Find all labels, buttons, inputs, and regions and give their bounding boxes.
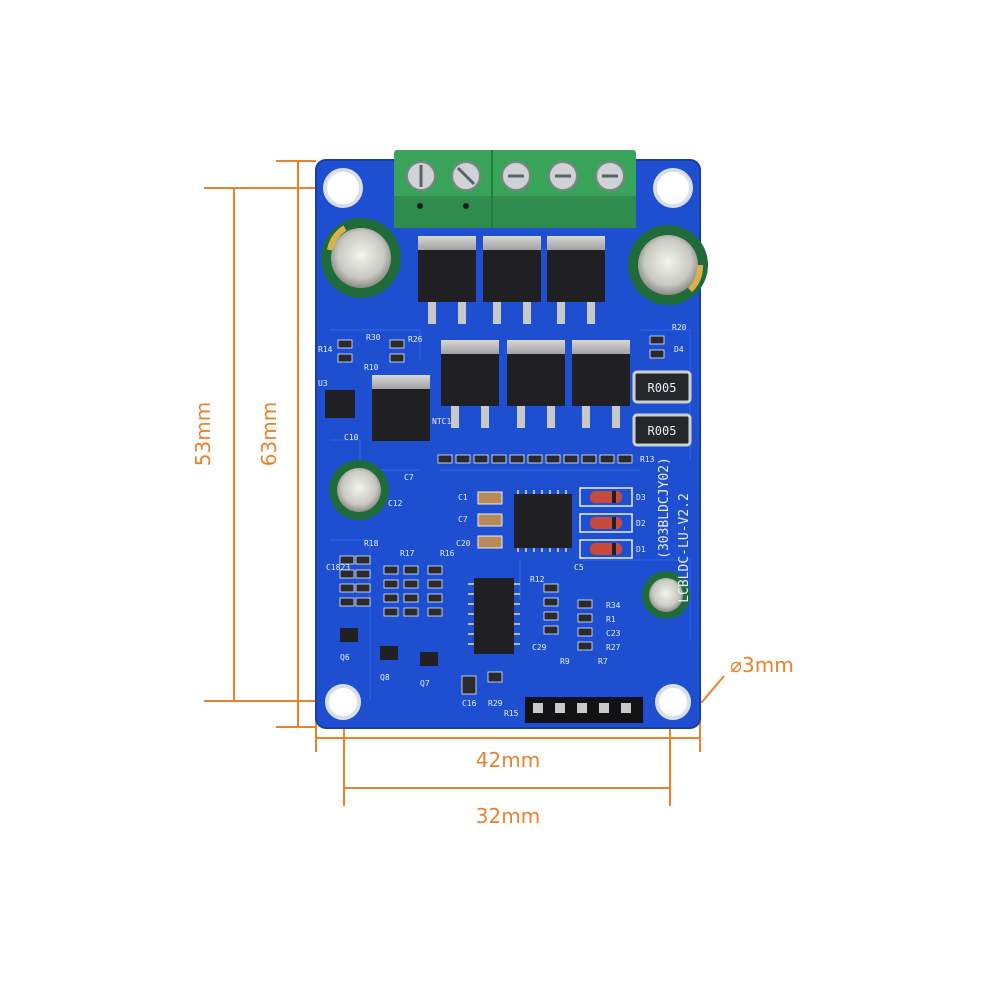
- mounting-hole-bottom-left: [325, 684, 361, 720]
- pin-header: [525, 697, 643, 723]
- mosfet-q4: [441, 340, 499, 428]
- shunt-resistor-1: R005: [632, 370, 692, 404]
- label-d3: D3: [636, 493, 646, 502]
- screw-terminal-block: [394, 150, 636, 228]
- label-r18: R18: [364, 539, 379, 548]
- terminal-screw-4: [548, 161, 578, 191]
- terminal-screw-5: [595, 161, 625, 191]
- dim-63mm-label: 63mm: [257, 402, 281, 466]
- label-r9: R9: [560, 657, 570, 666]
- label-r20: R20: [672, 323, 687, 332]
- label-c29: C29: [532, 643, 547, 652]
- voltage-regulator: [325, 375, 430, 441]
- diodes: [579, 487, 633, 559]
- label-r15: R15: [504, 709, 519, 718]
- small-transistors: [340, 628, 438, 666]
- label-d4: D4: [674, 345, 684, 354]
- label-q6: Q6: [340, 653, 350, 662]
- board-title-line1: LCBLDC-LU-V2.2: [677, 493, 692, 603]
- shunt-resistor-2: R005: [632, 413, 692, 447]
- dim-hole-label: ⌀3mm: [730, 653, 794, 677]
- capacitor-large-right: [628, 225, 708, 305]
- label-r14: R14: [318, 345, 333, 354]
- label-d2: D2: [636, 519, 646, 528]
- label-r34: R34: [606, 601, 621, 610]
- label-q7: Q7: [420, 679, 430, 688]
- mosfet-q3: [547, 236, 605, 324]
- label-u3: U3: [318, 379, 328, 388]
- label-r26: R26: [408, 335, 423, 344]
- label-c5: C5: [574, 563, 584, 572]
- mounting-hole-bottom-right: [655, 684, 691, 720]
- mounting-hole-top-left: [323, 168, 363, 208]
- mosfet-q1: [418, 236, 476, 324]
- label-c16: C16: [462, 699, 477, 708]
- terminal-screw-2: [451, 161, 481, 191]
- label-c1823: C1823: [326, 563, 350, 572]
- label-r17: R17: [400, 549, 415, 558]
- shunt-resistor-1-label: R005: [648, 381, 677, 395]
- label-r13: R13: [640, 455, 655, 464]
- board-title-line2: (303BLDCJY02): [657, 457, 672, 559]
- terminal-screw-1: [406, 161, 436, 191]
- mounting-holes: [323, 168, 693, 720]
- diode-d3: [579, 487, 633, 507]
- label-c12: C12: [388, 499, 403, 508]
- mounting-hole-top-right: [653, 168, 693, 208]
- mosfet-q2: [483, 236, 541, 324]
- label-c7: C7: [404, 473, 414, 482]
- label-r16: R16: [440, 549, 455, 558]
- capacitor-small-right: [642, 571, 690, 619]
- label-c23: C23: [606, 629, 621, 638]
- label-c7b: C7: [458, 515, 468, 524]
- label-r12: R12: [530, 575, 545, 584]
- capacitor-small-left: [329, 460, 389, 520]
- label-ntc1: NTC1: [432, 417, 451, 426]
- label-r30: R30: [366, 333, 381, 342]
- shunt-resistor-2-label: R005: [648, 424, 677, 438]
- label-c20: C20: [456, 539, 471, 548]
- label-q8: Q8: [380, 673, 390, 682]
- label-d1: D1: [636, 545, 646, 554]
- ceramic-capacitors: [477, 491, 503, 549]
- smd-resistor-arrays: [337, 335, 665, 695]
- label-r1: R1: [606, 615, 616, 624]
- ic-gate-driver: [468, 578, 520, 654]
- mosfet-row-top: [418, 236, 605, 324]
- diode-d2: [579, 513, 633, 533]
- dim-32mm-label: 32mm: [476, 804, 540, 828]
- mosfet-q5: [507, 340, 565, 428]
- mosfet-q6: [572, 340, 630, 428]
- terminal-screw-3: [501, 161, 531, 191]
- label-c10: C10: [344, 433, 359, 442]
- label-r10: R10: [364, 363, 379, 372]
- label-r27: R27: [606, 643, 621, 652]
- silkscreen: LCBLDC-LU-V2.2 (303BLDCJY02) R20 D4 R13 …: [318, 323, 692, 718]
- dim-42mm-label: 42mm: [476, 748, 540, 772]
- capacitor-large-left: [321, 218, 401, 298]
- ic-microcontroller: [514, 490, 572, 552]
- label-r7: R7: [598, 657, 608, 666]
- dim-53mm-label: 53mm: [191, 402, 215, 466]
- diode-d1: [579, 539, 633, 559]
- label-c1: C1: [458, 493, 468, 502]
- mosfet-row-middle: [441, 340, 630, 428]
- label-r29: R29: [488, 699, 503, 708]
